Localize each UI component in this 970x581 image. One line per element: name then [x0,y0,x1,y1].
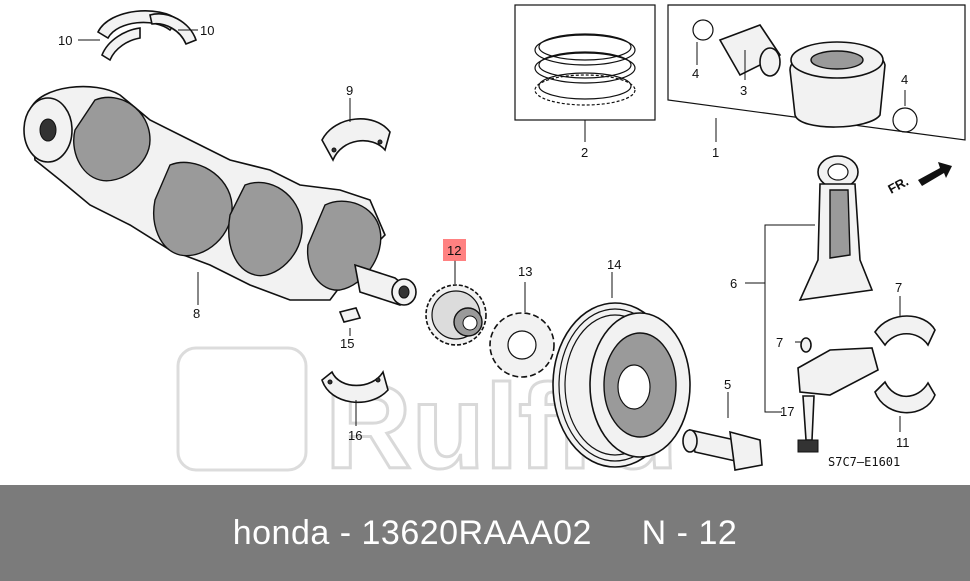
part-caption-bar: honda - 13620RAAA02 N - 12 [0,485,970,581]
callout-numbers: 10 10 9 8 2 1 3 4 4 12 13 14 6 7 7 17 5 … [58,23,910,450]
callout-4-right[interactable]: 4 [901,72,908,87]
callout-15[interactable]: 5 [724,377,731,392]
connecting-rod[interactable] [798,155,874,301]
callout-1[interactable]: 1 [712,145,719,160]
callout-4-left[interactable]: 4 [692,66,699,81]
crankshaft[interactable] [23,85,417,306]
callout-9[interactable]: 9 [346,83,353,98]
crank-pulse-plate[interactable] [489,312,555,378]
callout-14[interactable]: 14 [607,257,621,272]
diagram-reference-code: S7C7—E1601 [828,455,900,469]
highlight-box [443,239,466,261]
rod-bearing-lower[interactable] [874,380,936,414]
callout-7-upper[interactable]: 7 [895,280,902,295]
connecting-rod-cap[interactable] [797,337,879,453]
exploded-parts-diagram: Rulfru [23,4,966,485]
callout-3[interactable]: 3 [740,83,747,98]
front-direction-indicator: FR. [885,162,952,197]
callout-8[interactable]: 8 [193,306,200,321]
piston-assembly[interactable] [667,4,966,141]
leader-lines [78,29,906,432]
woodruff-key[interactable] [338,307,362,323]
main-bearing-lower[interactable] [321,370,389,404]
part-caption-text: honda - 13620RAAA02 N - 12 [232,513,738,552]
callout-17[interactable]: 7 [776,335,783,350]
callout-2[interactable]: 2 [581,145,588,160]
callout-13[interactable]: 13 [518,264,532,279]
callout-7-lower[interactable]: 11 [896,435,910,450]
main-bearing-upper[interactable] [321,118,391,162]
callout-5[interactable]: 17 [780,404,794,419]
thrust-washer-pair[interactable] [96,10,197,62]
pulley-bolt[interactable] [682,428,763,471]
callout-11[interactable]: 16 [348,428,362,443]
front-arrow-icon [918,162,952,186]
crankshaft-sprocket[interactable] [425,284,487,346]
callout-16[interactable]: 15 [340,336,354,351]
piston-ring-set[interactable] [514,4,656,121]
rod-bearing-upper[interactable] [874,315,936,347]
callout-10-left[interactable]: 10 [58,33,72,48]
crankshaft-pulley[interactable] [552,302,691,468]
front-label: FR. [885,174,911,197]
callout-6[interactable]: 6 [730,276,737,291]
callout-10-right[interactable]: 10 [200,23,214,38]
callout-12[interactable]: 12 [447,243,461,258]
